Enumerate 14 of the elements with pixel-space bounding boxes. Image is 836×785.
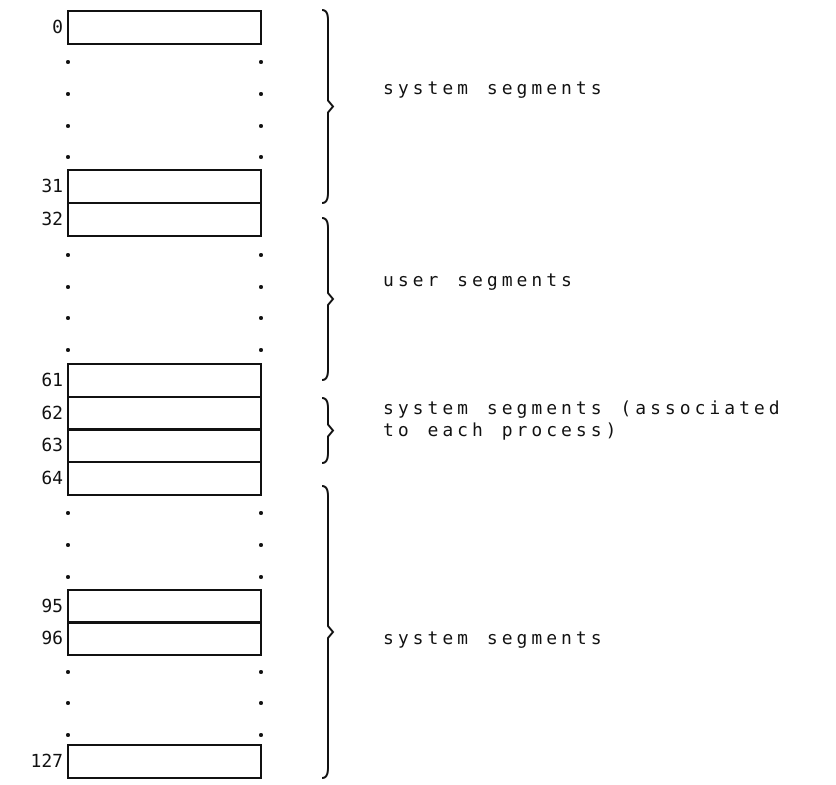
slot-number: 31 bbox=[40, 176, 63, 198]
brace-label: system segments (associated to each process) bbox=[383, 398, 785, 442]
slot-number: 96 bbox=[40, 628, 63, 650]
slot-number: 127 bbox=[29, 751, 63, 773]
brace-label: system segments bbox=[383, 78, 606, 100]
brace-label: user segments bbox=[383, 270, 576, 292]
slot-number: 32 bbox=[40, 209, 63, 231]
slot-number: 95 bbox=[40, 596, 63, 618]
slot-number: 63 bbox=[40, 435, 63, 457]
brace-label: system segments bbox=[383, 628, 606, 650]
slot-number: 62 bbox=[40, 403, 63, 425]
slot-number: 64 bbox=[40, 468, 63, 490]
slot-number: 0 bbox=[51, 17, 63, 39]
slot-number: 61 bbox=[40, 370, 63, 392]
